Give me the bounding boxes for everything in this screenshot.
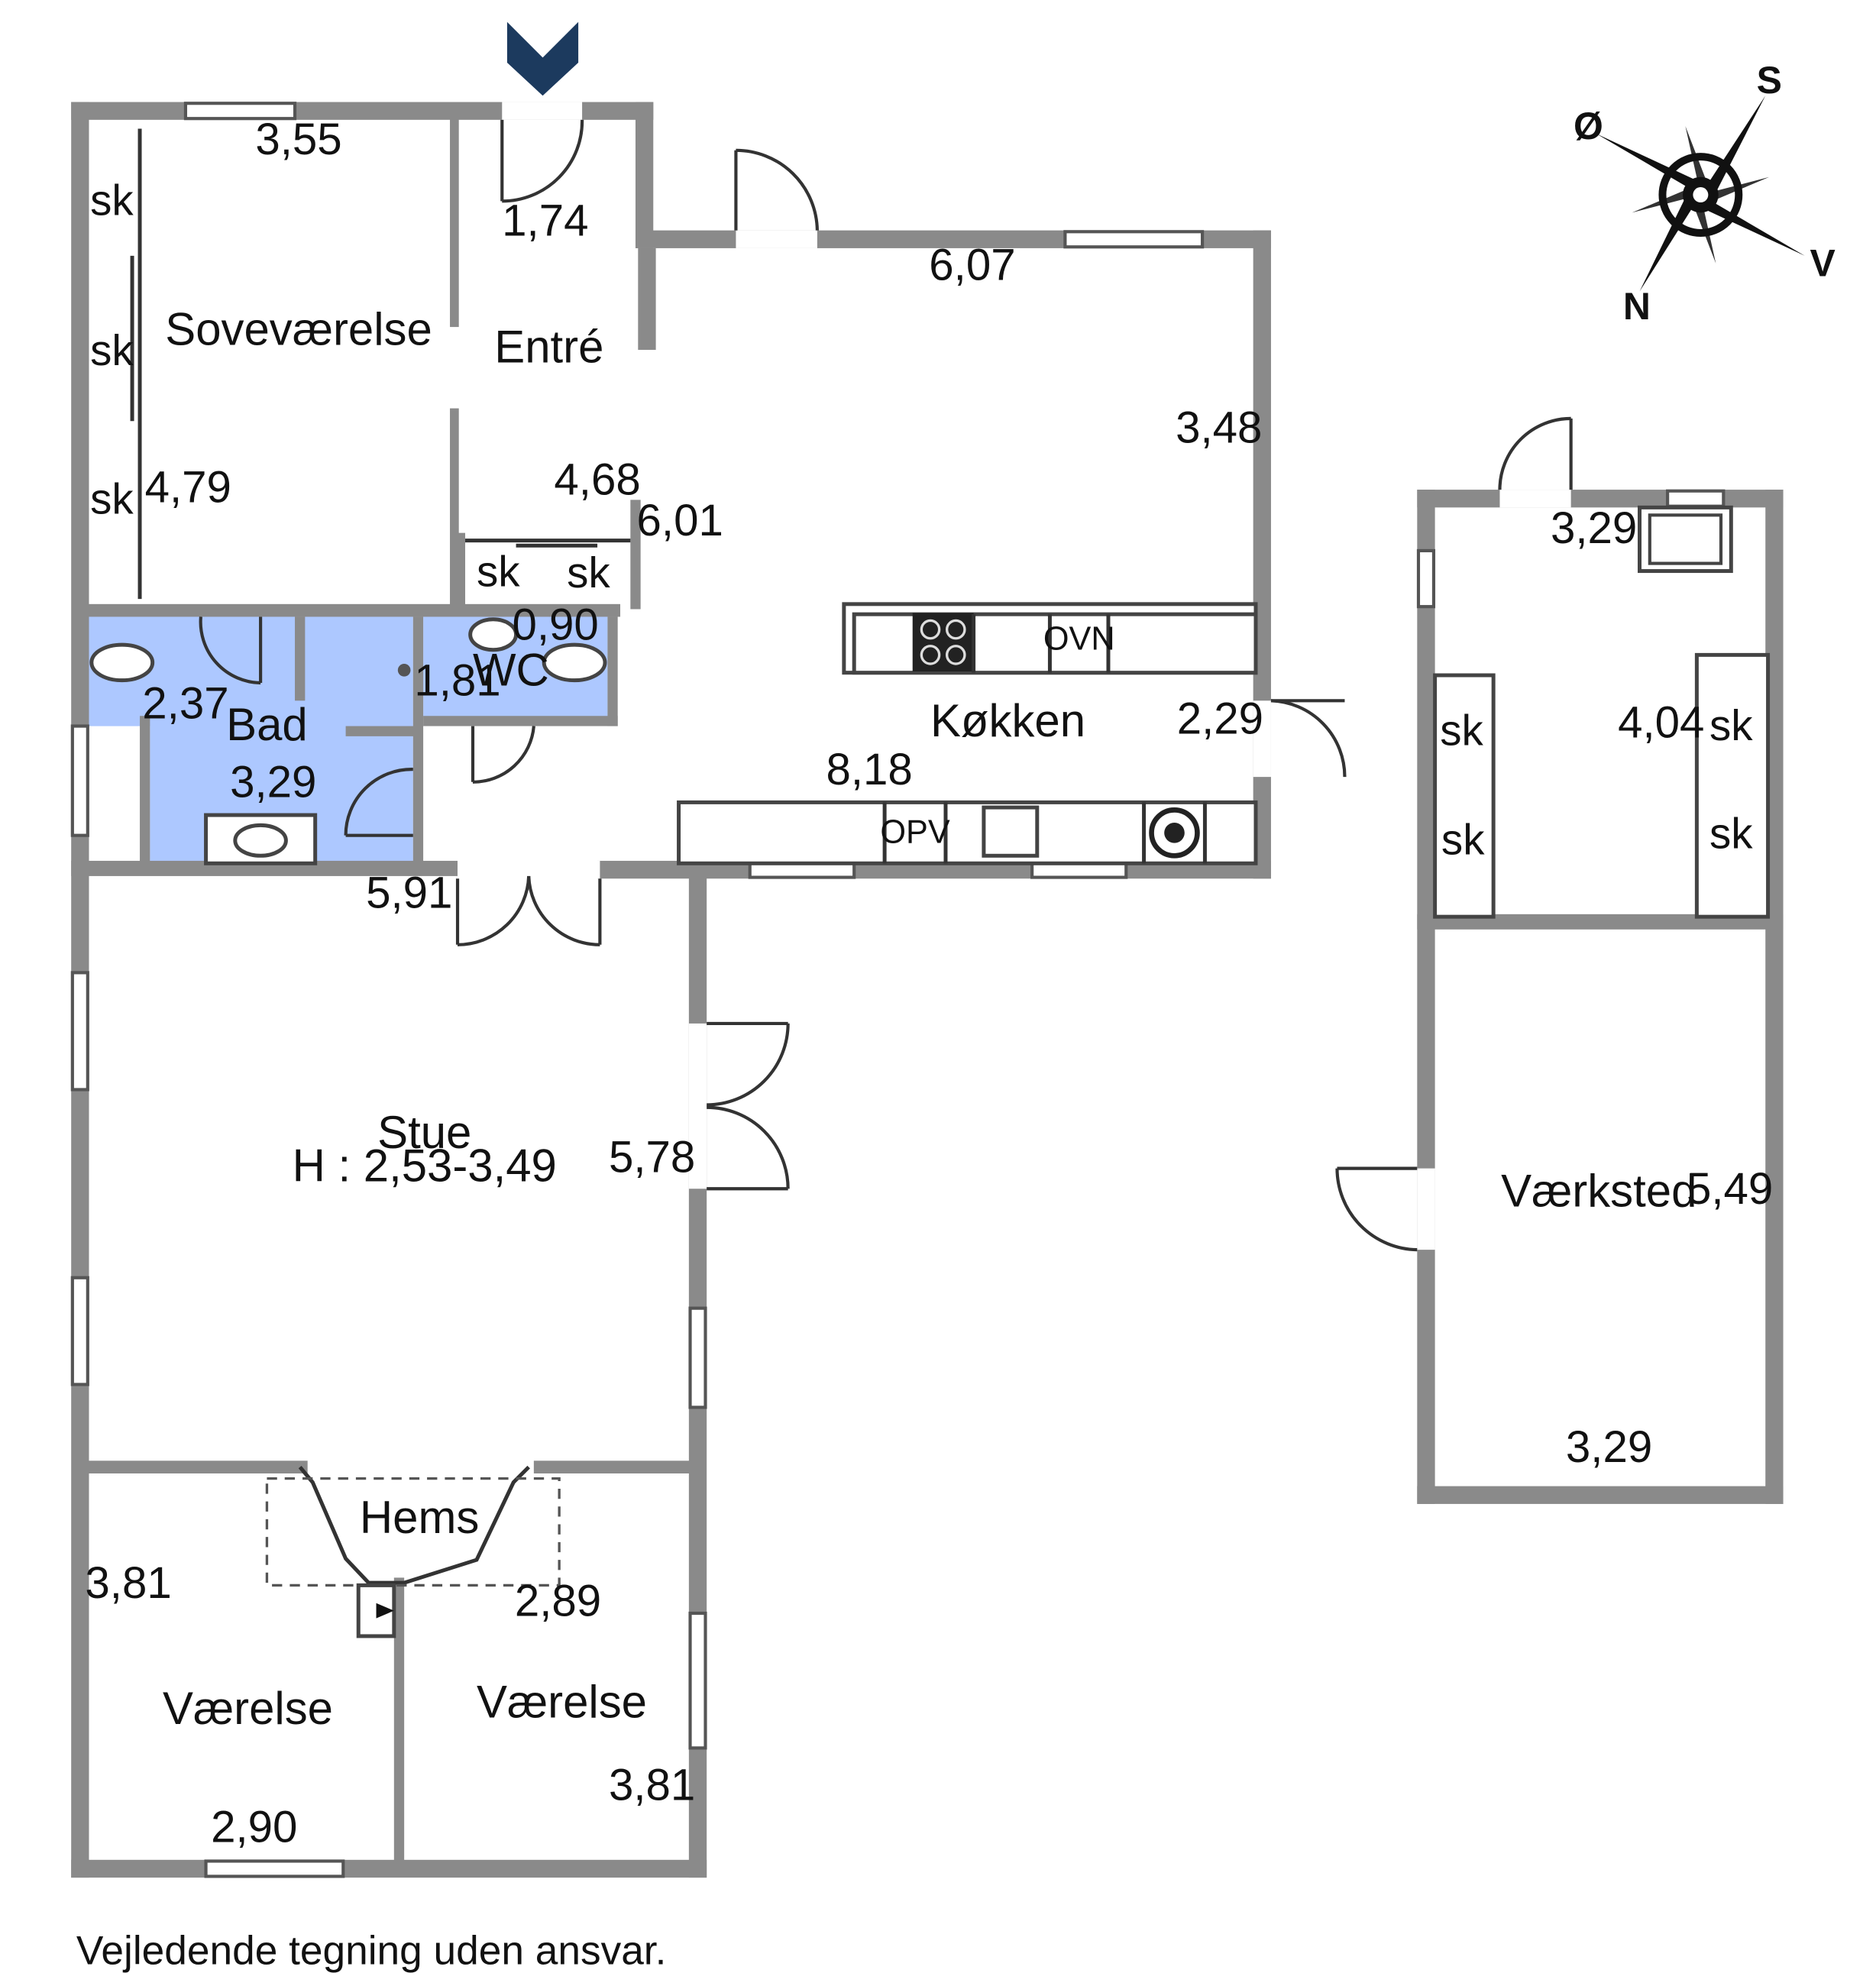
dimension: 2,37 bbox=[142, 679, 228, 729]
storage-label: sk bbox=[90, 475, 134, 523]
window bbox=[183, 102, 297, 121]
dimension: 1,81 bbox=[414, 656, 500, 706]
storage-label: sk bbox=[1709, 809, 1753, 857]
oven-label: OVN bbox=[1043, 621, 1115, 658]
storage-label: sk bbox=[1441, 816, 1485, 864]
dimension: 3,29 bbox=[1566, 1422, 1652, 1472]
dimension: 2,90 bbox=[211, 1803, 297, 1852]
room-label-vaerelse-1: Værelse bbox=[163, 1683, 333, 1734]
workshop-walls bbox=[1417, 490, 1784, 1504]
dimension: 4,68 bbox=[554, 455, 640, 505]
compass-rose-icon bbox=[1596, 95, 1805, 292]
dimension: 3,29 bbox=[230, 758, 316, 807]
sink-icon bbox=[468, 617, 519, 652]
room-label-vaerelse-2: Værelse bbox=[477, 1676, 647, 1727]
hems-loft-area bbox=[265, 1477, 561, 1587]
room-label-stue-height: H : 2,53-3,49 bbox=[293, 1140, 557, 1191]
dimension: 6,01 bbox=[637, 496, 723, 545]
dishwasher-label: OPV bbox=[880, 814, 949, 851]
dimension: 2,89 bbox=[515, 1576, 601, 1625]
utility-sink-icon bbox=[1638, 505, 1733, 574]
cooktop-icon bbox=[912, 613, 974, 672]
dimension: 1,74 bbox=[502, 196, 588, 245]
room-label-hems: Hems bbox=[360, 1492, 479, 1543]
window bbox=[70, 1276, 89, 1386]
room-label-stue: Stue bbox=[377, 1107, 471, 1158]
fan-icon bbox=[1149, 807, 1200, 859]
dimension: 0,90 bbox=[512, 600, 598, 649]
window bbox=[688, 1611, 707, 1750]
window bbox=[204, 1859, 345, 1878]
room-label-wc: WC bbox=[473, 644, 549, 695]
storage-label: sk bbox=[567, 548, 610, 597]
room-label-sovevaerelse: Soveværelse bbox=[165, 303, 432, 354]
doors bbox=[199, 102, 1573, 1252]
windows bbox=[70, 102, 1726, 1878]
toilet-icon bbox=[89, 642, 155, 683]
compass-label-oe: Ø bbox=[1574, 105, 1603, 147]
dimension: 6,07 bbox=[929, 241, 1015, 290]
storage-label: sk bbox=[90, 176, 134, 225]
dimension: 3,81 bbox=[85, 1558, 171, 1608]
dimension: 5,78 bbox=[609, 1133, 695, 1182]
dimension: 3,29 bbox=[1551, 503, 1637, 553]
dimension: 4,79 bbox=[145, 463, 231, 513]
dimension: 2,29 bbox=[1177, 694, 1263, 744]
window bbox=[70, 724, 89, 837]
dimension: 3,55 bbox=[255, 115, 341, 164]
window bbox=[1666, 489, 1726, 508]
window bbox=[70, 971, 89, 1092]
kitchen-sink-icon bbox=[982, 805, 1040, 858]
room-label-entre: Entré bbox=[494, 322, 603, 373]
chevron-down-icon bbox=[506, 21, 579, 96]
dimension: 8,18 bbox=[826, 745, 912, 794]
house-walls bbox=[71, 102, 1271, 1878]
dimension-labels: 3,55 1,74 6,07 3,48 4,79 4,68 6,01 0,90 … bbox=[85, 115, 1773, 1852]
storage-label: sk bbox=[1709, 701, 1753, 749]
room-label-vaerksted: Værksted bbox=[1501, 1166, 1696, 1217]
dimension: 3,81 bbox=[609, 1761, 695, 1810]
storage-label: sk bbox=[90, 326, 134, 374]
dimension: 5,49 bbox=[1687, 1164, 1773, 1214]
shower-head-icon bbox=[397, 664, 411, 677]
bad-floor bbox=[86, 616, 413, 864]
toilet-icon bbox=[542, 642, 607, 683]
storage-label: sk bbox=[477, 548, 520, 596]
dimension: 4,04 bbox=[1618, 698, 1704, 748]
room-label-kokken: Køkken bbox=[930, 695, 1085, 746]
room-label-bad: Bad bbox=[226, 699, 308, 750]
room-labels: Soveværelse Entré Bad WC Køkken Stue H :… bbox=[163, 303, 1696, 1733]
window bbox=[1063, 230, 1205, 249]
compass-label-n: N bbox=[1623, 285, 1651, 328]
window bbox=[688, 1306, 707, 1409]
compass-label-s: S bbox=[1757, 59, 1782, 102]
window bbox=[1416, 548, 1436, 609]
hems-outline bbox=[298, 1465, 530, 1585]
dimension: 5,91 bbox=[366, 868, 452, 918]
storage-labels: sk sk sk sk sk sk sk sk sk bbox=[90, 176, 1753, 864]
disclaimer-text: Vejledende tegning uden ansvar. bbox=[76, 1928, 667, 1973]
compass-label-v: V bbox=[1810, 242, 1835, 285]
fixtures bbox=[89, 128, 1771, 1638]
storage-label: sk bbox=[1440, 707, 1483, 755]
dimension: 3,48 bbox=[1176, 403, 1262, 453]
